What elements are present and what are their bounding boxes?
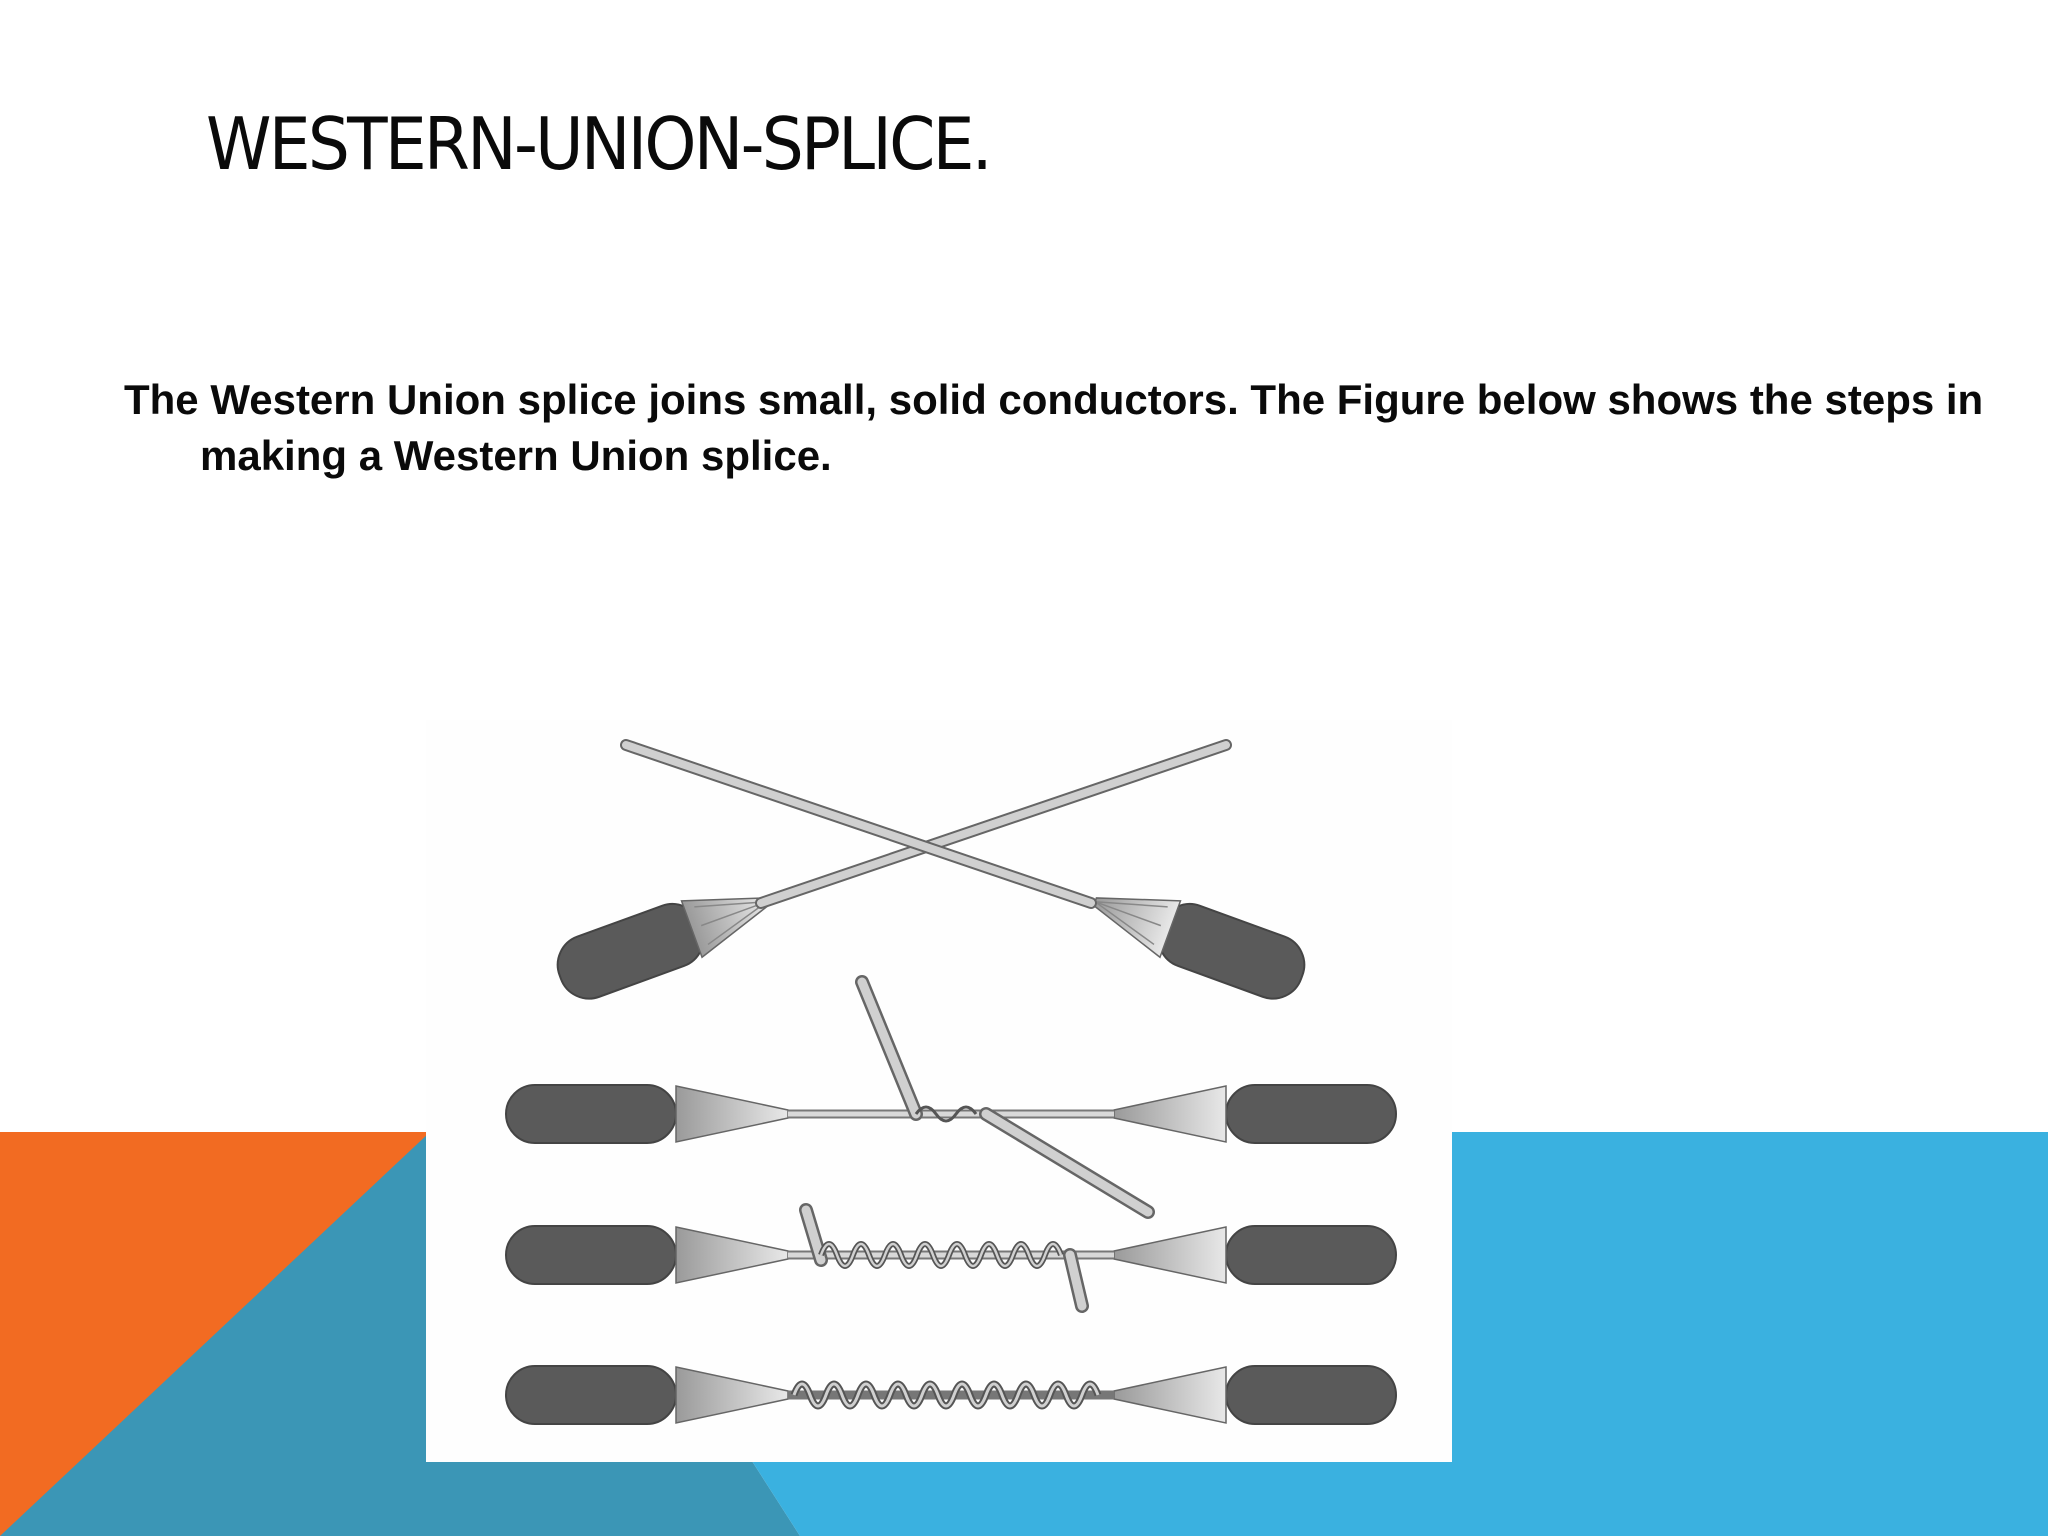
- slide-body-text: The Western Union splice joins small, so…: [124, 376, 1984, 479]
- step-2-first-twist: [505, 975, 1397, 1219]
- step-4-finished-splice: [505, 1365, 1397, 1425]
- step-1-crossed-conductors: [556, 739, 1306, 1000]
- splice-steps-figure: [426, 720, 1452, 1462]
- slide-title: WESTERN-UNION-SPLICE.: [206, 102, 993, 186]
- step-3-wrapping: [505, 1203, 1397, 1313]
